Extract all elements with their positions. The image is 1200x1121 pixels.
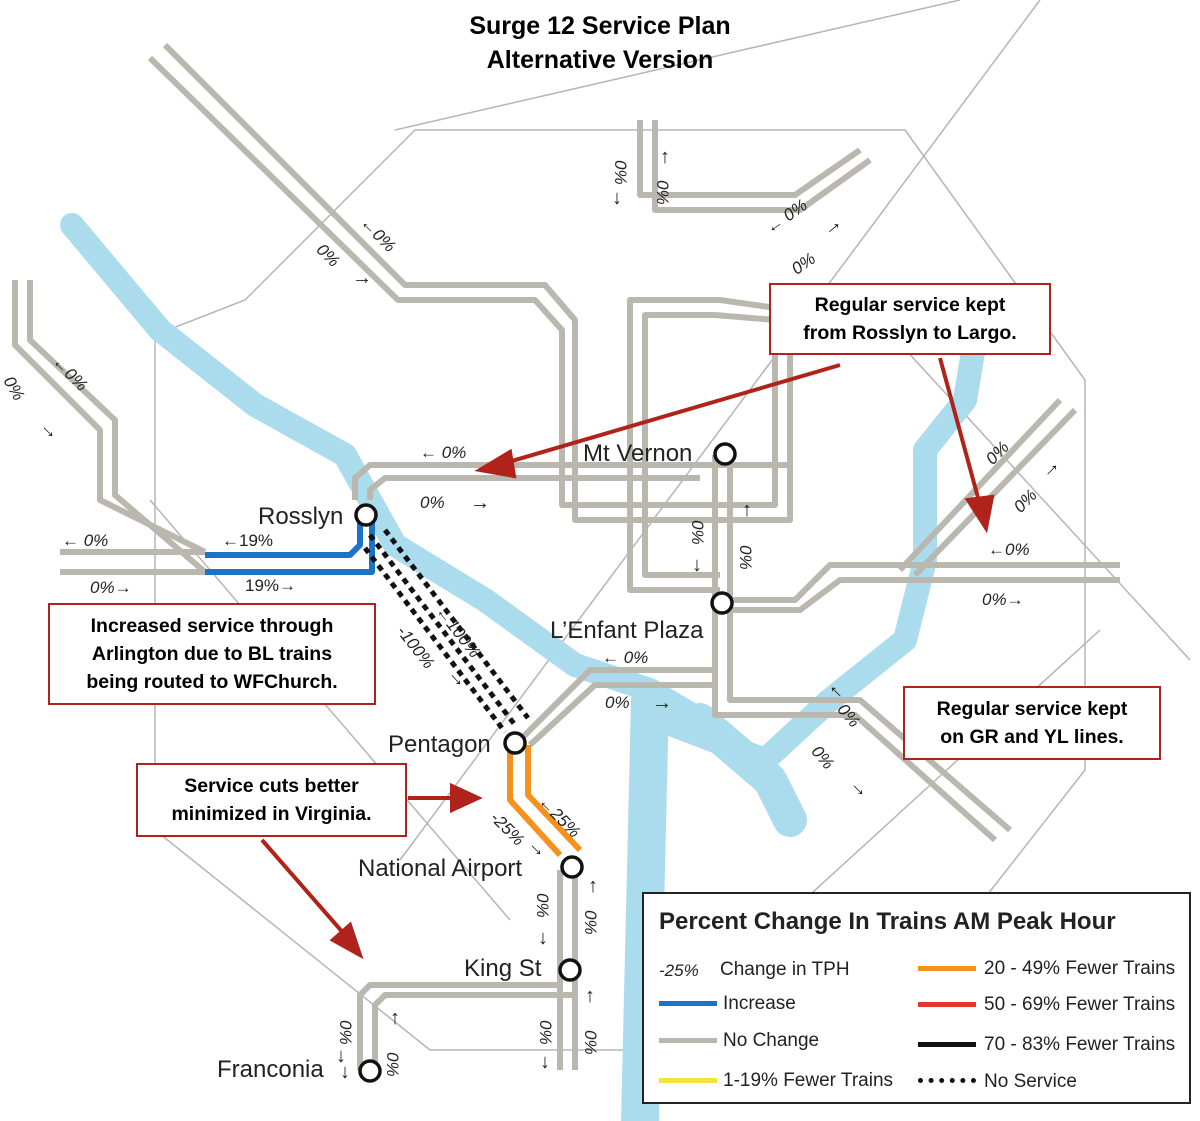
pct-s-b: 0%: [581, 910, 600, 935]
no-change-lines: [12, 42, 1120, 1070]
callout-arlington-line2: Arlington due to BL trains: [91, 643, 333, 665]
legend-no-service: No Service: [984, 1071, 1077, 1092]
pct-s-e: 0%: [336, 1020, 355, 1045]
pct-blue-a: ←19%: [222, 531, 274, 550]
pct-mid-b-arrow: ↑: [742, 499, 752, 521]
pct-n-a-arrow: ↓: [612, 187, 622, 209]
pct-e-d: 0%→: [982, 590, 1024, 609]
pct-orange-top: ← 0%: [420, 443, 467, 462]
callout-gr-yl-line1: Regular service kept: [936, 698, 1128, 720]
callout-largo-line2: from Rosslyn to Largo.: [803, 322, 1017, 344]
pct-mid-b: 0%: [736, 545, 755, 570]
legend-70-83: 70 - 83% Fewer Trains: [984, 1034, 1176, 1055]
label-franconia-arrow: ↓: [340, 1061, 350, 1083]
legend-swatch-20-49: [918, 966, 976, 971]
callout-virginia-line2: minimized in Virginia.: [171, 803, 372, 825]
pct-s-c-arrow: ↓: [540, 1051, 550, 1073]
legend-tph-sample: -25%: [659, 961, 699, 980]
station-national-airport: [560, 855, 584, 879]
callout-arlington: Increased service through Arlington due …: [48, 603, 376, 705]
callout-gr-yl-line2: on GR and YL lines.: [940, 726, 1124, 748]
label-lenfant: L’Enfant Plaza: [550, 617, 704, 644]
label-national-airport: National Airport: [358, 855, 523, 882]
station-mt-vernon: [713, 442, 737, 466]
pct-n-b: 0%: [653, 180, 672, 205]
callout-largo: Regular service kept from Rosslyn to Lar…: [769, 283, 1051, 355]
pct-s-b-arrow: ↑: [588, 875, 598, 897]
legend-swatch-1-19: [659, 1078, 717, 1083]
pct-e-c: ←0%: [988, 540, 1030, 559]
no-service-lines: [363, 528, 530, 734]
pct-s-f-arrow: ↑: [390, 1007, 400, 1029]
pct-s-a: 0%: [533, 893, 552, 918]
stations: [354, 442, 737, 1083]
legend: Percent Change In Trains AM Peak Hour -2…: [642, 892, 1191, 1104]
pct-s-f: 0%: [383, 1052, 402, 1077]
station-rosslyn: [354, 503, 378, 527]
callout-largo-line1: Regular service kept: [814, 294, 1006, 316]
reduced-lines: [507, 745, 583, 858]
callout-arlington-line1: Increased service through: [90, 615, 334, 637]
pct-s-d-arrow: ↑: [585, 985, 595, 1007]
station-pentagon: [503, 731, 527, 755]
pct-s-a-arrow: ↓: [538, 927, 548, 949]
pct-orange-mid: 0%: [420, 493, 445, 512]
pct-nw-c: →: [352, 267, 372, 289]
label-rosslyn: Rosslyn: [258, 503, 344, 530]
legend-swatch-increase: [659, 1001, 717, 1006]
pct-lenfant-b: 0%: [605, 693, 630, 712]
callout-arrows: [260, 357, 995, 960]
callout-arlington-line3: being routed to WFChurch.: [86, 671, 338, 693]
legend-tph-label: Change in TPH: [720, 959, 850, 980]
legend-1-19: 1-19% Fewer Trains: [723, 1070, 894, 1091]
callout-virginia-line1: Service cuts better: [184, 775, 359, 797]
map-title-line2: Alternative Version: [486, 46, 714, 74]
legend-swatch-no-change: [659, 1038, 717, 1043]
legend-swatch-50-69: [918, 1002, 976, 1007]
pct-s-d: 0%: [581, 1030, 600, 1055]
label-mt-vernon: Mt Vernon: [583, 440, 693, 467]
label-pentagon: Pentagon: [388, 731, 491, 758]
pct-w-d: 0%→: [90, 578, 132, 597]
pct-w-c: ← 0%: [62, 531, 109, 550]
pct-mid-a-arrow: ↓: [692, 554, 702, 576]
pct-orange-mid-arrow: →: [470, 492, 490, 514]
legend-title: Percent Change In Trains AM Peak Hour: [659, 908, 1116, 935]
legend-swatch-no-service: [918, 1078, 976, 1083]
callout-virginia: Service cuts better minimized in Virgini…: [136, 763, 407, 837]
legend-swatch-70-83: [918, 1042, 976, 1047]
legend-50-69: 50 - 69% Fewer Trains: [984, 994, 1176, 1015]
legend-20-49: 20 - 49% Fewer Trains: [984, 958, 1176, 979]
map-title-line1: Surge 12 Service Plan: [469, 12, 731, 40]
pct-n-b-arrow: ↑: [660, 146, 670, 168]
station-franconia: [358, 1059, 382, 1083]
pct-s-e-arrow: ↓: [336, 1045, 346, 1067]
station-king-st: [558, 958, 582, 982]
callout-gr-yl: Regular service kept on GR and YL lines.: [903, 686, 1161, 760]
legend-increase: Increase: [723, 993, 796, 1014]
pct-n-a: 0%: [611, 160, 630, 185]
label-franconia: Franconia: [217, 1056, 324, 1083]
legend-no-change: No Change: [723, 1030, 820, 1051]
pct-mid-a: 0%: [688, 520, 707, 545]
pct-blue-b: 19%→: [245, 576, 297, 595]
pct-lenfant-a: ← 0%: [602, 648, 649, 667]
station-lenfant: [710, 591, 734, 615]
pct-s-c: 0%: [536, 1020, 555, 1045]
pct-lenfant-b-arrow: →: [652, 692, 672, 714]
label-king-st: King St: [464, 955, 542, 982]
